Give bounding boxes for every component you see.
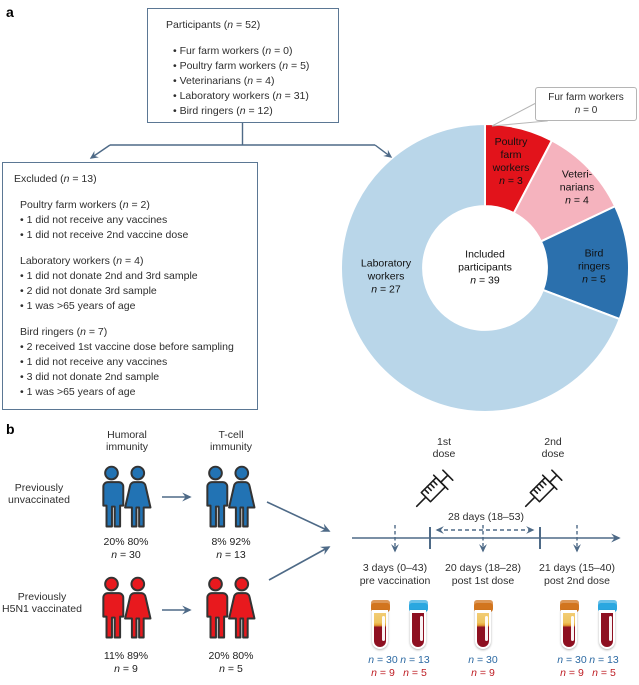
person-pair-unvaccinated-tcell [206,465,256,528]
sample-n-red: n = 9 [371,667,395,679]
syringe-icon-1st-dose [415,469,454,508]
tube-cap [559,600,579,612]
excluded-item: 1 did not receive any vaccines [20,355,257,370]
dose2-label: 2nd dose [541,436,565,460]
donut-chart [340,123,630,413]
sample-group-3: n = 30 n = 13 n = 9 n = 5 [556,600,620,680]
participants-title: Participants (n = 52) [166,19,261,31]
arrow-converge-bottom [268,546,331,581]
sample-n-red: n = 5 [403,667,427,679]
excluded-item: 1 did not donate 2nd and 3rd sample [20,269,257,284]
dose-ticks [429,527,541,549]
participants-box: Participants (n = 52) Fur farm workers (… [147,8,339,123]
excluded-item: 1 was >65 years of age [20,385,257,400]
participants-item: Poultry farm workers (n = 5) [173,59,338,74]
tube-cap [370,600,390,612]
donut-center-label: Included participants n = 39 [458,248,512,287]
serum-tube-icon [471,600,495,649]
excluded-group-header: Laboratory workers (n = 4) [20,255,144,267]
excluded-item: 1 did not receive any vaccines [20,213,257,228]
humoral-immunity-header: Humoral immunity [105,429,149,453]
blood-tube-icon [595,600,619,649]
excluded-box: Excluded (n = 13) Poultry farm workers (… [2,162,258,410]
arrow-to-donut [374,144,393,158]
timepoint-1-label: 3 days (0–43) pre vaccination [359,562,431,587]
person-pair-vaccinated-humoral [102,576,152,639]
excluded-item: 1 was >65 years of age [20,299,257,314]
sample-group-2: n = 30 n = 9 [461,600,505,680]
excluded-group-header: Poultry farm workers (n = 2) [20,199,150,211]
donut-slice-laboratory-workers [340,123,621,413]
syringe-icon-2nd-dose [524,469,563,508]
sample-n-blue: n = 30 [368,654,398,666]
timepoint-3-label: 21 days (15–40) post 2nd dose [539,562,615,587]
dose1-label: 1st dose [432,436,456,460]
slice-label-veterinarians: Veteri- narians n = 4 [559,168,595,207]
interval-label: 28 days (18–53) [448,511,524,523]
panel-a-label: a [6,4,14,20]
slice-label-bird-ringers: Bird ringers n = 5 [577,247,611,286]
tube-cap [408,600,428,612]
stat-vaccinated-humoral: 11% 89% n = 9 [103,650,149,675]
sample-n-blue: n = 30 [557,654,587,666]
sample-n-blue: n = 30 [468,654,498,666]
serum-tube-icon [368,600,392,649]
person-pair-unvaccinated-humoral [102,465,152,528]
excluded-group: Bird ringers (n = 7) 2 received 1st vacc… [14,325,257,400]
excluded-item: 2 did not donate 3rd sample [20,284,257,299]
sample-n-blue: n = 13 [400,654,430,666]
tube-cap [473,600,493,612]
excluded-item: 2 received 1st vaccine dose before sampl… [20,340,257,355]
fur-farm-callout: Fur farm workers n = 0 [535,87,637,121]
tube-cap [597,600,617,612]
person-pair-vaccinated-tcell [206,576,256,639]
excluded-item: 1 did not receive 2nd vaccine dose [20,228,257,243]
participants-item: Fur farm workers (n = 0) [173,44,338,59]
sample-n-red: n = 9 [471,667,495,679]
sample-n-blue: n = 13 [589,654,619,666]
sample-n-red: n = 9 [560,667,584,679]
slice-label-laboratory: Laboratory workers n = 27 [360,257,412,296]
sample-n-red: n = 5 [592,667,616,679]
row-label-unvaccinated: Previously unvaccinated [8,482,70,506]
timepoint-2-label: 20 days (18–28) post 1st dose [445,562,521,587]
excluded-group: Laboratory workers (n = 4) 1 did not don… [14,254,257,314]
serum-tube-icon [557,600,581,649]
panel-b-label: b [6,421,15,437]
excluded-group-header: Bird ringers (n = 7) [20,326,108,338]
stat-unvaccinated-tcell: 8% 92% n = 13 [211,536,251,561]
participants-item: Bird ringers (n = 12) [173,104,338,119]
participants-item: Veterinarians (n = 4) [173,74,338,89]
participants-item: Laboratory workers (n = 31) [173,89,338,104]
timeline [352,525,621,553]
stat-unvaccinated-humoral: 20% 80% n = 30 [103,536,149,561]
excluded-title: Excluded (n = 13) [14,173,97,185]
tcell-immunity-header: T-cell immunity [209,429,253,453]
sample-group-1: n = 30 n = 13 n = 9 n = 5 [367,600,431,680]
excluded-group: Poultry farm workers (n = 2) 1 did not r… [14,198,257,243]
blood-tube-icon [406,600,430,649]
excluded-item: 3 did not donate 2nd sample [20,370,257,385]
arrow-converge-top [266,501,331,532]
slice-label-poultry: Poultry farm workers n = 3 [492,136,530,187]
stat-vaccinated-tcell: 20% 80% n = 5 [208,650,254,675]
row-label-h5n1-vaccinated: Previously H5N1 vaccinated [2,591,82,615]
flow-connector [89,123,393,159]
arrow-to-excluded [89,144,111,159]
